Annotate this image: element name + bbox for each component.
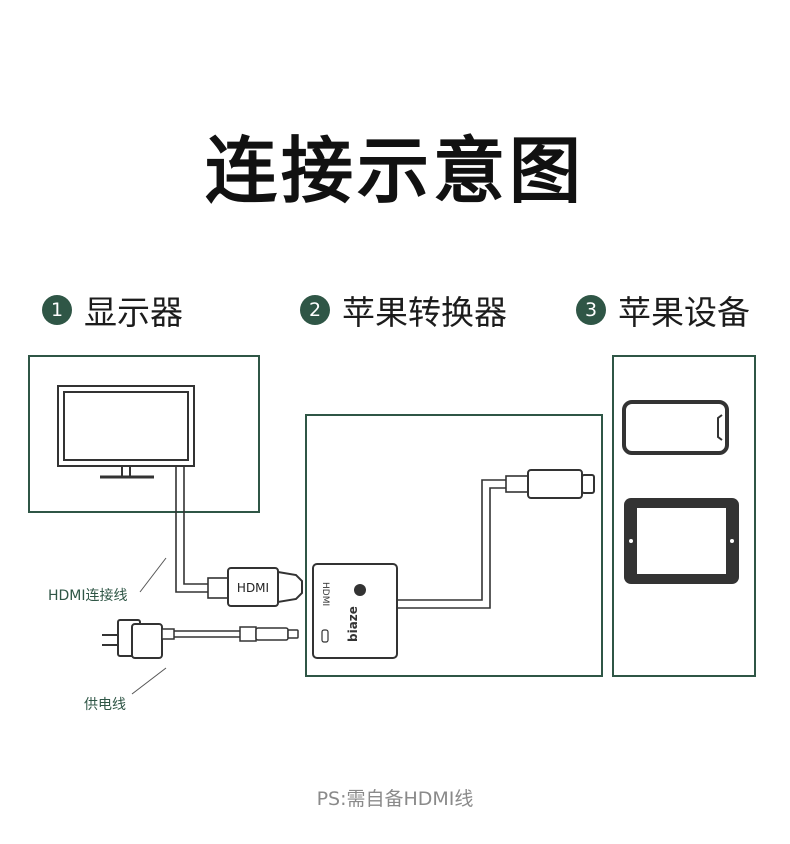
power-callout-line: [131, 667, 167, 695]
hdmi-cable-callout: HDMI连接线: [48, 588, 128, 604]
monitor-icon: [57, 385, 195, 479]
adapter-body: [312, 563, 398, 659]
ipad-icon: [624, 498, 739, 584]
hdmi-plug-icon: [227, 567, 303, 607]
step-apple-device: 3 苹果设备: [576, 290, 750, 332]
step-number-1: 1: [42, 295, 72, 325]
power-cable: [161, 626, 299, 642]
power-plug-icon: [102, 619, 163, 659]
adapter-hdmi-label: HDMI: [320, 582, 330, 606]
hdmi-callout-line: [139, 557, 167, 593]
brand-label: biaze: [346, 606, 360, 642]
step-number-3: 3: [576, 295, 606, 325]
monitor-frame: [28, 355, 260, 513]
step-label-adapter: 苹果转换器: [342, 293, 507, 332]
step-label-apple-device: 苹果设备: [618, 293, 750, 332]
footnote: PS:需自备HDMI线: [316, 788, 474, 810]
adapter-frame: [305, 414, 603, 677]
page-title: 连接示意图: [204, 129, 585, 213]
hdmi-plug-label: HDMI: [237, 581, 269, 595]
iphone-icon: [622, 400, 729, 455]
step-number-2: 2: [300, 295, 330, 325]
device-frame: [612, 355, 756, 677]
brand-logo-icon: [354, 584, 366, 596]
step-adapter: 2 苹果转换器: [300, 290, 507, 332]
step-monitor: 1 显示器: [42, 290, 183, 332]
power-cable-callout: 供电线: [84, 697, 126, 713]
hdmi-cable: [175, 466, 231, 599]
step-label-monitor: 显示器: [84, 293, 183, 332]
lightning-cable: [397, 469, 595, 609]
